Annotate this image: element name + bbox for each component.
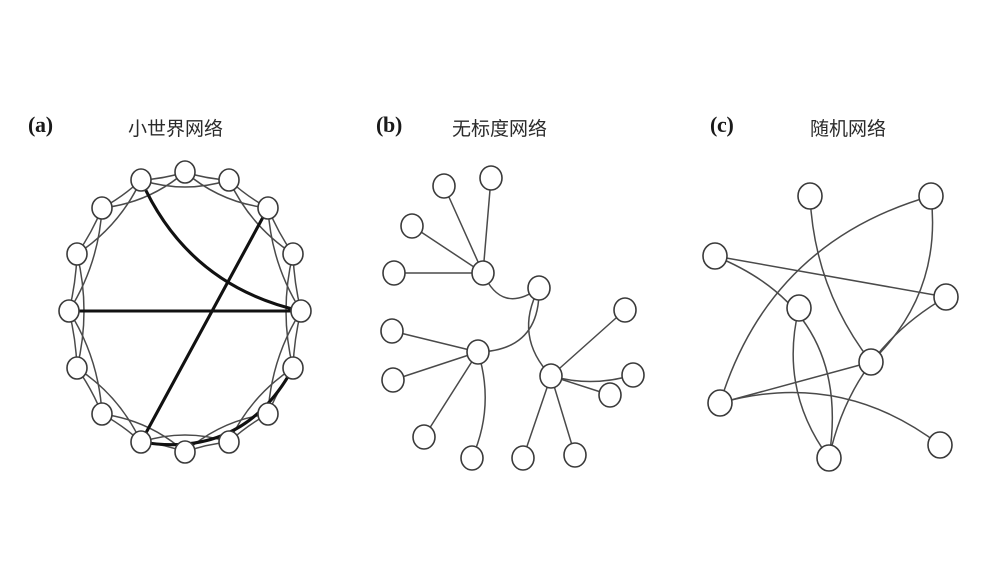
graph-node	[621, 362, 645, 388]
small-world-graph	[58, 160, 312, 464]
graph-node	[412, 424, 436, 450]
graph-node	[471, 260, 495, 286]
shortcut-edge	[139, 178, 303, 313]
graph-node	[257, 196, 279, 220]
random-graph	[702, 182, 959, 472]
graph-node	[563, 442, 587, 468]
graph-node	[257, 402, 279, 426]
graph-node	[927, 431, 953, 459]
graph-node	[918, 182, 944, 210]
graph-edge	[391, 330, 479, 353]
graph-edge	[423, 351, 479, 438]
graph-node	[432, 173, 456, 199]
ring-edge-skip	[76, 367, 142, 443]
ring-edge-skip	[228, 179, 294, 255]
graph-edge	[719, 195, 932, 404]
panel-b-letter: (b)	[376, 112, 402, 137]
graph-edge	[714, 255, 947, 298]
panel-a-title: 小世界网络	[128, 118, 224, 140]
graph-edge	[482, 177, 492, 274]
graph-edge	[550, 375, 576, 456]
graph-edge	[792, 307, 830, 459]
scale-free-graph	[380, 165, 645, 471]
panel-random: (c) 随机网络	[680, 0, 1000, 563]
graph-node	[174, 440, 196, 464]
graph-node	[797, 182, 823, 210]
graph-edge	[719, 391, 941, 446]
graph-node	[511, 445, 535, 471]
graph-edge	[719, 361, 872, 404]
graph-node	[527, 275, 551, 301]
graph-node	[466, 339, 490, 365]
graph-edge	[522, 375, 552, 459]
graph-node	[400, 213, 424, 239]
graph-node	[702, 242, 728, 270]
random-nodes	[702, 182, 959, 472]
graph-edge	[550, 309, 626, 377]
panel-a-letter: (a)	[28, 112, 53, 137]
scale-free-edges	[391, 177, 634, 459]
graph-node	[130, 430, 152, 454]
panel-small-world: (a) 小世界网络	[0, 0, 350, 563]
graph-node	[816, 444, 842, 472]
graph-node	[66, 242, 88, 266]
graph-edge	[392, 351, 479, 381]
graph-node	[539, 363, 563, 389]
graph-node	[174, 160, 196, 184]
graph-node	[218, 168, 240, 192]
graph-node	[858, 348, 884, 376]
scale-free-nodes	[380, 165, 645, 471]
random-edges	[714, 195, 947, 459]
graph-node	[460, 445, 484, 471]
graph-node	[58, 299, 80, 323]
graph-node	[130, 168, 152, 192]
panel-c-letter: (c)	[710, 112, 734, 137]
graph-edge	[443, 185, 484, 274]
ring-edge-skip	[76, 179, 142, 255]
graph-node	[786, 294, 812, 322]
graph-node	[218, 430, 240, 454]
graph-node	[613, 297, 637, 323]
panel-scale-free: (b) 无标度网络	[350, 0, 680, 563]
graph-node	[933, 283, 959, 311]
graph-edge	[411, 225, 484, 274]
graph-node	[381, 367, 405, 393]
graph-node	[707, 389, 733, 417]
graph-node	[66, 356, 88, 380]
graph-node	[382, 260, 406, 286]
graph-node	[91, 402, 113, 426]
graph-edge	[714, 255, 833, 459]
graph-node	[282, 242, 304, 266]
graph-node	[290, 299, 312, 323]
graph-node	[91, 196, 113, 220]
graph-node	[598, 382, 622, 408]
panel-b-title: 无标度网络	[452, 118, 548, 140]
graph-node	[479, 165, 503, 191]
graph-edge	[828, 296, 947, 459]
graph-node	[282, 356, 304, 380]
graph-edge	[471, 351, 486, 459]
graph-edge	[809, 195, 872, 363]
panel-c-title: 随机网络	[810, 118, 887, 140]
graph-edge	[870, 195, 934, 363]
shortcut-edge	[139, 206, 270, 444]
graph-node	[380, 318, 404, 344]
graph-edge	[527, 287, 552, 377]
small-world-nodes	[58, 160, 312, 464]
ring-edge-skip	[228, 367, 294, 443]
